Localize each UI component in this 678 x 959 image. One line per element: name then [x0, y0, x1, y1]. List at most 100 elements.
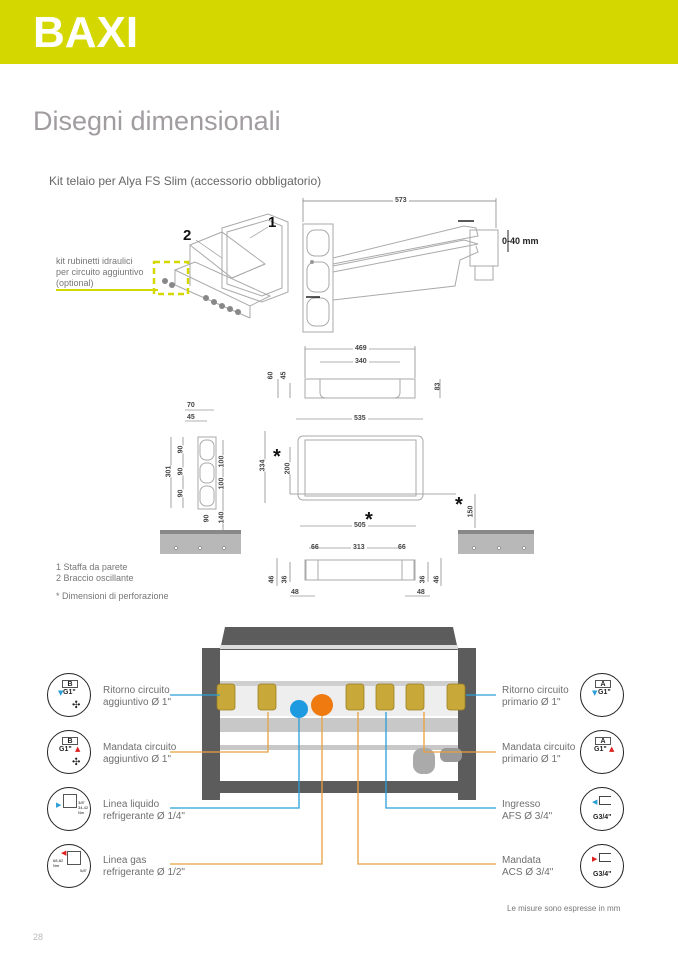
torque-line: 68-82 — [53, 858, 64, 863]
label-line: Mandata circuito — [103, 742, 177, 753]
dim-45-side: 45 — [187, 414, 195, 421]
dim-66: 66 — [398, 544, 406, 551]
bottom-view-drawing — [304, 559, 416, 581]
icon-size: G1" — [598, 689, 611, 696]
icon-box-label: B — [62, 737, 78, 745]
torque-label: 3/8" 34-42 Nm — [78, 800, 88, 815]
icon-size: G3/4" — [593, 871, 612, 878]
drill-asterisk: * — [455, 494, 463, 516]
dim-46: 46 — [268, 575, 276, 584]
dim-150: 150 — [467, 505, 475, 518]
label-line: primario Ø 1" — [502, 697, 561, 708]
brand-header: BAXI — [0, 0, 678, 64]
dim-0-40: 0-40 mm — [502, 236, 539, 246]
dim-36: 36 — [419, 575, 427, 584]
label-gas-line: Linea gas refrigerante Ø 1/2" — [103, 855, 185, 879]
torque-line: Nm — [53, 863, 60, 868]
flow-primary-icon: A G1" ▲ — [580, 730, 624, 774]
flow-arrow-icon: ▲ — [609, 745, 615, 753]
pump-icon: ✣ — [72, 757, 81, 768]
label-line: Ingresso — [502, 799, 541, 810]
front-view-drawing — [290, 435, 456, 501]
connection-frame-photo — [202, 627, 476, 800]
kit-note-line: (optional) — [56, 278, 94, 288]
dim-334: 334 — [259, 459, 267, 472]
page-title: Disegni dimensionali — [33, 106, 281, 136]
faucet-icon — [599, 853, 611, 862]
brass-valves — [216, 683, 466, 711]
label-line: aggiuntivo Ø 1" — [103, 754, 172, 765]
outlet-arrow-icon: ▶ — [592, 855, 598, 863]
label-line: refrigerante Ø 1/4" — [103, 811, 185, 822]
torque-line: 3/8" — [78, 800, 85, 805]
dim-200: 200 — [284, 462, 292, 475]
kit-note-line: per circuito aggiuntivo — [56, 267, 144, 277]
faucet-icon — [599, 796, 611, 805]
dim-90: 90 — [177, 489, 185, 498]
pump-icon: ✣ — [72, 700, 81, 711]
section-subtitle: Kit telaio per Alya FS Slim (accessorio … — [49, 174, 322, 188]
label-line: aggiuntivo Ø 1" — [103, 697, 172, 708]
label-return-primary: Ritorno circuito primario Ø 1" — [502, 685, 569, 709]
label-line: AFS Ø 3/4" — [502, 811, 553, 822]
dim-36: 36 — [281, 575, 289, 584]
parts-legend: 1 Staffa da parete 2 Braccio oscillante — [56, 562, 134, 584]
icon-box-label: A — [595, 737, 611, 745]
flow-additional-icon: B G1" ▲ ✣ — [47, 730, 91, 774]
drill-footnote: * Dimensioni di perforazione — [56, 591, 169, 601]
dim-46: 46 — [433, 575, 441, 584]
icon-box-label: A — [595, 680, 611, 688]
dim-45: 45 — [280, 371, 288, 380]
label-flow-primary: Mandata circuito primario Ø 1" — [502, 742, 575, 766]
cold-water-inlet-icon: ◀ G3/4" — [580, 787, 624, 831]
icon-size: G1" — [594, 746, 607, 753]
drill-asterisk: * — [273, 446, 281, 468]
callout-2: 2 — [183, 227, 192, 244]
flow-arrow-icon: ▲ — [75, 745, 81, 753]
dim-301: 301 — [165, 465, 173, 478]
label-line: Mandata — [502, 855, 541, 866]
label-line: Ritorno circuito — [103, 685, 170, 696]
return-primary-icon: A G1" ▼ — [580, 673, 624, 717]
baxi-logo: BAXI — [33, 8, 139, 57]
dim-90: 90 — [177, 467, 185, 476]
inlet-arrow-icon: ◀ — [592, 798, 598, 806]
dim-60: 60 — [267, 371, 275, 380]
dim-100: 100 — [218, 477, 226, 490]
icon-size: G3/4" — [593, 814, 612, 821]
page-number: 28 — [33, 932, 44, 942]
dim-66: 66 — [311, 544, 319, 551]
size-label: 5/8" — [80, 868, 87, 873]
liquid-line-marker — [290, 700, 308, 718]
gas-line-marker — [311, 694, 333, 716]
dim-70: 70 — [187, 402, 195, 409]
label-line: Linea liquido — [103, 799, 160, 810]
return-arrow-icon: ▼ — [592, 689, 598, 697]
valve-icon — [63, 794, 77, 808]
dim-90: 90 — [177, 445, 185, 454]
left-view-drawing — [197, 436, 217, 510]
torque-line: 34-42 — [78, 805, 89, 810]
dim-48: 48 — [417, 589, 425, 596]
gas-arrow-icon: ◀ — [61, 849, 67, 857]
icon-size: G1" — [59, 746, 72, 753]
label-line: ACS Ø 3/4" — [502, 867, 554, 878]
label-line: Ritorno circuito — [502, 685, 569, 696]
legend-item: 1 Staffa da parete — [56, 562, 128, 572]
label-line: Linea gas — [103, 855, 147, 866]
callout-1: 1 — [268, 214, 277, 231]
label-hot-water-outlet: Mandata ACS Ø 3/4" — [502, 855, 553, 879]
floor-left — [160, 530, 241, 554]
liquid-arrow-icon: ▶ — [56, 801, 62, 809]
optional-kit-highlight — [152, 260, 190, 296]
dim-505: 505 — [352, 522, 368, 529]
gas-line-icon: ◀ 68-82 Nm 5/8" — [47, 844, 91, 888]
top-view-drawing — [304, 378, 416, 399]
units-note: Le misure sono espresse in mm — [507, 904, 621, 913]
icon-size: G1" — [63, 689, 76, 696]
dim-83: 83 — [434, 382, 442, 391]
dim-340: 340 — [353, 358, 369, 365]
kit-note: kit rubinetti idraulici per circuito agg… — [56, 256, 144, 289]
kit-note-line: kit rubinetti idraulici — [56, 256, 133, 266]
return-arrow-icon: ▼ — [58, 689, 64, 697]
